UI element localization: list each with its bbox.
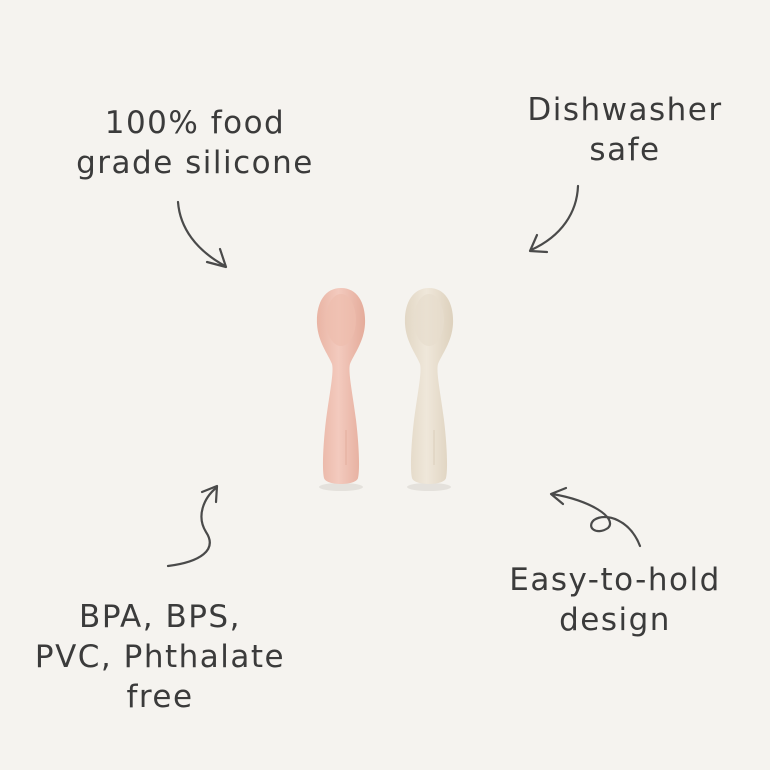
arrow-easy-icon: [549, 486, 642, 548]
feature-easy-line-1: Easy-to-hold: [509, 562, 721, 598]
feature-food-line-1: 100% food: [104, 105, 286, 141]
silicone-spoons-image: [316, 288, 454, 491]
feature-easy-line-2: design: [559, 602, 671, 638]
cream-spoon: [404, 288, 454, 491]
feature-dishwasher-safe: Dishwasher safe: [505, 90, 745, 170]
arrow-bpa-icon: [166, 484, 219, 568]
feature-easy-to-hold: Easy-to-hold design: [490, 560, 740, 640]
feature-bpa-free: BPA, BPS, PVC, Phthalate free: [20, 597, 300, 717]
feature-food-line-2: grade silicone: [76, 145, 314, 181]
arrow-dishwasher-icon: [528, 184, 580, 254]
feature-dish-line-2: safe: [589, 132, 661, 168]
feature-dish-line-1: Dishwasher: [527, 92, 723, 128]
feature-bpa-line-1: BPA, BPS,: [79, 599, 241, 635]
feature-bpa-line-3: free: [126, 679, 194, 715]
feature-food-grade-silicone: 100% food grade silicone: [60, 103, 330, 183]
pink-spoon: [316, 288, 366, 491]
feature-bpa-line-2: PVC, Phthalate: [34, 639, 286, 675]
arrow-food-icon: [176, 200, 228, 269]
